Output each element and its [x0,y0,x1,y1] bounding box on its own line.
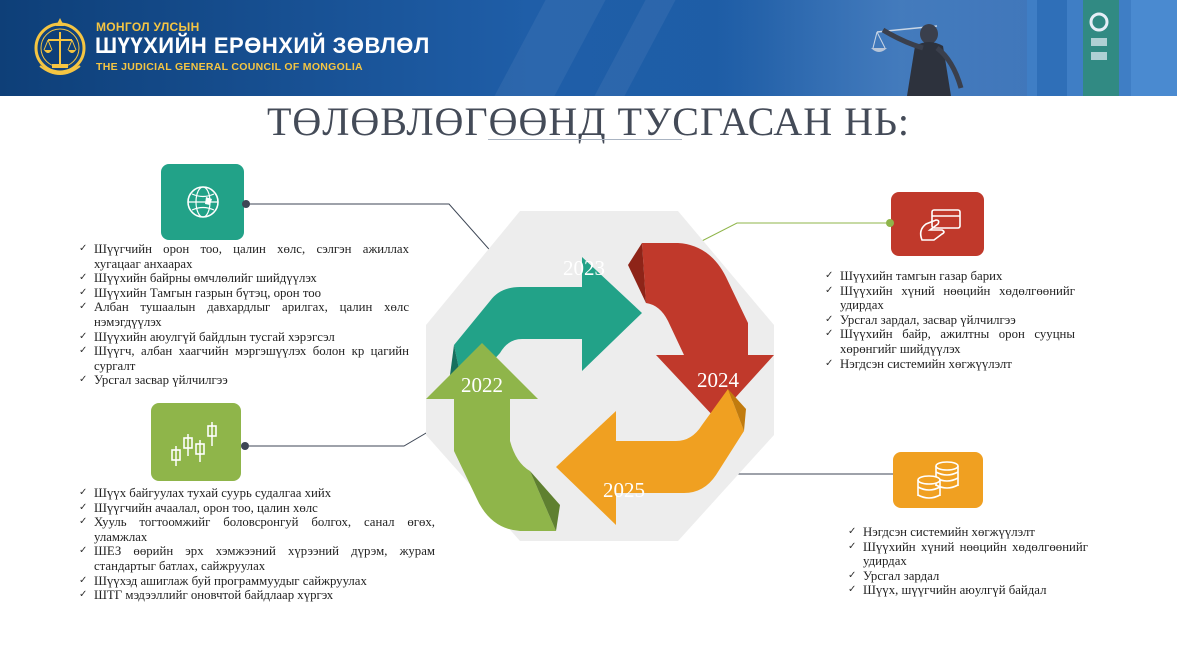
list-item: Шүүх, шүүгчийн аюулгүй байдал [848,583,1088,598]
list-item: Урсгал зардал, засвар үйлчилгээ [825,313,1075,328]
connector-dot-2022 [241,442,249,450]
arrow-2025 [556,389,744,525]
header-stripe [494,0,606,96]
year-label-2023: 2023 [563,256,605,280]
list-item: ШЕЗ өөрийн эрх хэмжээний хүрээний дүрэм,… [79,544,435,573]
list-2024: Шүүхийн тамгын газар барихШүүхийн хүний … [825,269,1075,371]
icon-box-2024 [891,192,984,256]
year-label-2022: 2022 [461,373,503,397]
icon-box-2022 [151,403,241,481]
year-label-2025: 2025 [603,478,645,502]
org-name-small: МОНГОЛ УЛСЫН [96,20,200,34]
list-item: Нэгдсэн системийн хөгжүүлэлт [848,525,1088,540]
list-item: Шүүхийн байрны өмчлөлийг шийдүүлэх [79,271,409,286]
arrow-2024 [642,243,774,419]
list-item: Нэгдсэн системийн хөгжүүлэлт [825,357,1075,372]
coin-stack-icon [917,461,959,499]
list-item: Шүүхийн байр, ажилтны орон сууцны хөрөнг… [825,327,1075,356]
cycle-diagram [426,211,774,541]
list-2025: Нэгдсэн системийн хөгжүүлэлтШүүхийн хүни… [848,525,1088,598]
list-item: Шүүхийн хүний нөөцийн хөдөлгөөнийг удирд… [825,284,1075,313]
org-name-english: THE JUDICIAL GENERAL COUNCIL OF MONGOLIA [96,61,363,73]
globe-icon [186,186,219,218]
list-item: ШТГ мэдээллийг оновчтой байдлаар хүргэх [79,588,435,603]
card-payment-icon [919,209,961,241]
list-item: Албан тушаалын давхардлыг арилгах, цалин… [79,300,409,329]
list-item: Шүүхийн аюулгүй байдлын тусгай хэрэгсэл [79,330,409,345]
arrow-2022-fold [530,471,560,531]
title-underline [488,139,682,140]
list-item: Шүүгчийн орон тоо, цалин хөлс, сэлгэн аж… [79,242,409,271]
icon-box-2023 [161,164,244,240]
arrow-2025-fold [728,389,746,431]
list-item: Хууль тогтоомжийг боловсронгуй болгох, с… [79,515,435,544]
page-title: ТӨЛӨВЛӨГӨӨНД ТУСГАСАН НЬ: [266,99,911,144]
list-item: Шүүхийн хүний нөөцийн хөдөлгөөнийг удирд… [848,540,1088,569]
list-2023: Шүүгчийн орон тоо, цалин хөлс, сэлгэн аж… [79,242,409,388]
connector-dot-2023 [242,200,250,208]
arrow-2023 [454,257,642,393]
list-2022: Шүүх байгуулах тухай суурь судалгаа хийх… [79,486,435,603]
list-item: Шүүхэд ашиглаж буй программуудыг сайжруу… [79,574,435,589]
header-banner: МОНГОЛ УЛСЫН ШҮҮХИЙН ЕРӨНХИЙ ЗӨВЛӨЛ THE … [0,0,1177,96]
list-item: Урсгал зардал [848,569,1088,584]
list-item: Шүүхийн тамгын газар барих [825,269,1075,284]
list-item: Шүүх байгуулах тухай суурь судалгаа хийх [79,486,435,501]
list-item: Шүүгч, албан хаагчийн мэргэшүүлэх болон … [79,344,409,373]
org-name: ШҮҮХИЙН ЕРӨНХИЙ ЗӨВЛӨЛ [95,33,430,58]
arrow-2022 [426,343,556,531]
list-item: Шүүхийн Тамгын газрын бүтэц, орон тоо [79,286,409,301]
list-item: Шүүгчийн ачаалал, орон тоо, цалин хөлс [79,501,435,516]
lady-justice-icon [871,24,964,96]
court-emblem-icon [34,18,86,75]
header-stripe [594,0,676,96]
icon-box-2025 [893,452,983,508]
list-item: Урсгал засвар үйлчилгээ [79,373,409,388]
candlestick-icon [171,422,217,466]
connector-dot-2024 [886,219,894,227]
flag-band [1027,0,1177,96]
arrow-2024-fold [628,243,646,303]
year-label-2024: 2024 [697,368,739,392]
